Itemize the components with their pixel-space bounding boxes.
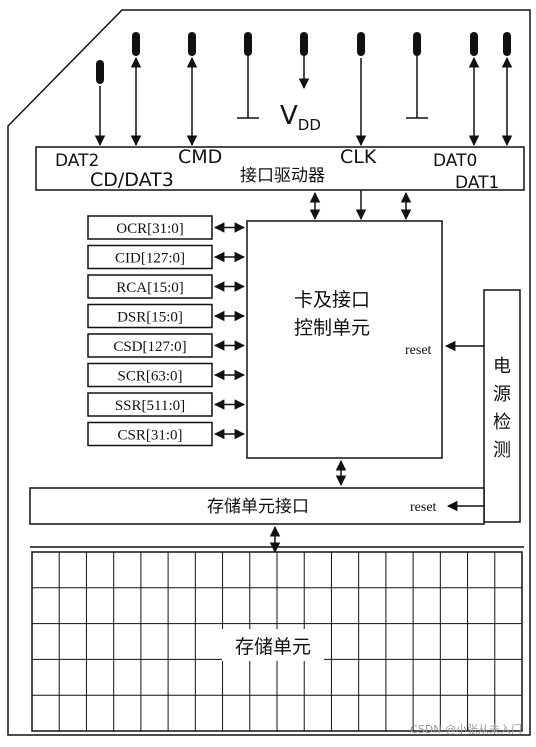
power-detect-char-1: 电: [493, 356, 511, 376]
vdd-label: VDD: [280, 101, 321, 134]
svg-text:CID[127:0]: CID[127:0]: [115, 251, 185, 267]
pin-clk: [355, 32, 367, 147]
pin-label-dat2: DAT2: [55, 151, 99, 171]
register-ssr: SSR[511:0]: [87, 392, 246, 417]
register-ocr: OCR[31:0]: [87, 215, 246, 240]
register-list: OCR[31:0] CID[127:0] RCA[15:0] DSR[15:0] CSD…: [87, 215, 246, 447]
pin-label-dat0: DAT0: [433, 151, 477, 171]
control-unit-box: [246, 220, 443, 459]
svg-text:OCR[31:0]: OCR[31:0]: [116, 221, 184, 237]
control-unit-label-line1: 卡及接口: [294, 289, 370, 311]
power-detect-char-3: 检: [493, 412, 511, 432]
storage-interface-box: [29, 487, 485, 525]
pin-vdd: [298, 32, 310, 90]
pin-dat1: [501, 32, 513, 147]
pin-dat0: [468, 32, 480, 147]
svg-text:CSR[31:0]: CSR[31:0]: [117, 428, 182, 444]
register-csd: CSD[127:0]: [87, 333, 246, 358]
pin-vss1: [237, 32, 259, 119]
register-rca: RCA[15:0]: [87, 274, 246, 299]
reset-label-storage: reset: [410, 500, 437, 515]
control-unit-label-line2: 控制单元: [294, 317, 370, 339]
svg-text:RCA[15:0]: RCA[15:0]: [116, 280, 184, 296]
watermark: CSDN @小张从未入门: [410, 722, 522, 736]
register-cid: CID[127:0]: [87, 244, 246, 270]
svg-text:CSD[127:0]: CSD[127:0]: [113, 339, 186, 355]
power-detect-char-4: 测: [493, 440, 511, 460]
register-csr: CSR[31:0]: [87, 421, 246, 447]
card-outline: [7, 9, 531, 736]
pin-label-dat1: DAT1: [455, 173, 499, 193]
svg-text:DSR[15:0]: DSR[15:0]: [117, 310, 183, 326]
svg-text:SCR[63:0]: SCR[63:0]: [117, 369, 182, 385]
pin-cd-dat3: [130, 32, 142, 147]
pin-connectors: [94, 32, 513, 147]
interface-driver-box: [35, 146, 525, 191]
pin-label-cd-dat3: CD/DAT3: [90, 169, 174, 191]
pin-vss2: [406, 32, 428, 119]
storage-unit-label: 存储单元: [235, 636, 311, 658]
reset-label-controller: reset: [405, 343, 432, 358]
storage-interface-label: 存储单元接口: [207, 497, 309, 516]
register-dsr: DSR[15:0]: [87, 303, 246, 329]
power-detect-box: [483, 289, 521, 523]
register-scr: SCR[63:0]: [87, 362, 246, 388]
storage-label-bg: [222, 629, 324, 661]
pin-cmd: [186, 32, 198, 147]
power-detect-char-2: 源: [493, 384, 511, 404]
pin-dat2: [94, 60, 106, 147]
pin-label-clk: CLK: [340, 146, 377, 168]
pin-label-cmd: CMD: [178, 146, 222, 168]
svg-text:SSR[511:0]: SSR[511:0]: [115, 398, 185, 414]
interface-driver-label: 接口驱动器: [240, 166, 325, 185]
